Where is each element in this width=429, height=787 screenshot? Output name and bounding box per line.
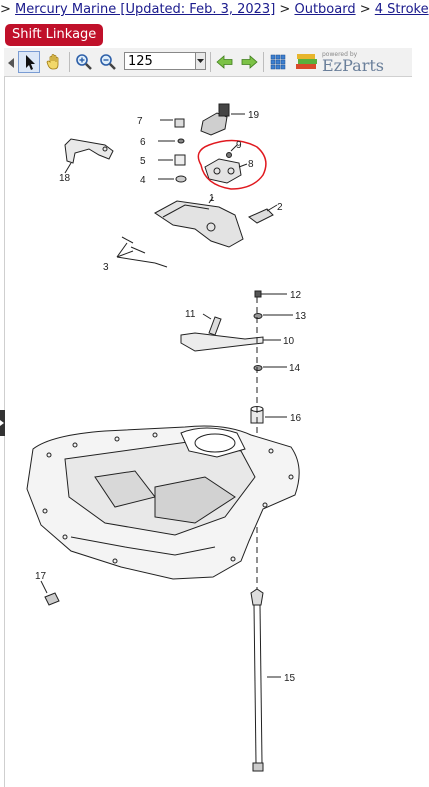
callout-3[interactable]: 3 xyxy=(103,262,109,273)
viewer-toolbar: 125 powered by EzParts xyxy=(4,48,412,77)
part-13-nut[interactable] xyxy=(253,313,293,319)
part-11-link[interactable] xyxy=(202,313,222,336)
part-12-bolt[interactable] xyxy=(254,290,287,298)
breadcrumb-separator: > xyxy=(0,2,11,17)
part-3-bolts[interactable] xyxy=(116,236,168,268)
zoom-out-icon[interactable] xyxy=(97,51,119,73)
zoom-in-icon[interactable] xyxy=(73,51,95,73)
part-17-screw[interactable] xyxy=(40,580,60,606)
part-6-pin[interactable] xyxy=(158,138,185,144)
breadcrumb-link-mercury-marine[interactable]: Mercury Marine [Updated: Feb. 3, 2023] xyxy=(15,2,276,17)
part-1-shift-bracket[interactable] xyxy=(154,196,244,248)
callout-14[interactable]: 14 xyxy=(289,363,301,374)
callout-2[interactable]: 2 xyxy=(277,202,283,213)
callout-8[interactable]: 8 xyxy=(248,159,254,170)
callout-16[interactable]: 16 xyxy=(290,413,302,424)
breadcrumb-separator: > xyxy=(279,2,291,17)
callout-1[interactable]: 1 xyxy=(209,193,215,204)
callout-15[interactable]: 15 xyxy=(284,673,296,684)
callout-5[interactable]: 5 xyxy=(140,156,146,167)
callout-19[interactable]: 19 xyxy=(248,110,260,121)
part-2-clip[interactable] xyxy=(248,204,278,224)
next-arrow-icon[interactable] xyxy=(238,51,260,73)
part-4-washer[interactable] xyxy=(158,175,187,183)
zoom-level-input[interactable]: 125 xyxy=(124,52,196,70)
breadcrumb: > Mercury Marine [Updated: Feb. 3, 2023]… xyxy=(0,0,429,20)
part-5-bushing[interactable] xyxy=(158,154,186,166)
ezparts-brand: EzParts xyxy=(322,56,384,75)
breadcrumb-link-4-stroke[interactable]: 4 Stroke xyxy=(374,2,429,17)
callout-11[interactable]: 11 xyxy=(185,309,196,320)
part-18-bracket[interactable] xyxy=(64,138,114,174)
toolbar-divider xyxy=(263,52,264,72)
part-7-cap[interactable] xyxy=(160,118,185,128)
callout-10[interactable]: 10 xyxy=(283,336,295,347)
arrow-left-icon[interactable] xyxy=(4,51,16,73)
pan-hand-icon[interactable] xyxy=(43,51,65,73)
breadcrumb-link-outboard[interactable]: Outboard xyxy=(294,2,356,17)
prev-arrow-icon[interactable] xyxy=(214,51,236,73)
breadcrumb-separator: > xyxy=(359,2,371,17)
part-14-washer[interactable] xyxy=(253,365,287,371)
toolbar-divider xyxy=(69,52,70,72)
page-title[interactable]: Shift Linkage xyxy=(5,24,104,46)
part-15-shift-shaft[interactable] xyxy=(250,588,281,772)
books-icon xyxy=(296,54,317,69)
callout-18[interactable]: 18 xyxy=(59,173,71,184)
select-pointer-icon[interactable] xyxy=(18,51,40,73)
callout-13[interactable]: 13 xyxy=(295,311,307,322)
highlight-marker xyxy=(197,139,267,190)
part-19-switch[interactable] xyxy=(200,103,245,136)
toolbar-divider xyxy=(210,52,211,72)
callout-9[interactable]: 9 xyxy=(236,140,242,151)
part-9-screw[interactable] xyxy=(226,144,238,158)
part-16-bushing[interactable] xyxy=(250,406,287,424)
callout-12[interactable]: 12 xyxy=(290,290,302,301)
callout-6[interactable]: 6 xyxy=(140,137,146,148)
callout-4[interactable]: 4 xyxy=(140,175,146,186)
callout-17[interactable]: 17 xyxy=(35,571,47,582)
grid-view-icon[interactable] xyxy=(267,51,289,73)
side-panel-toggle[interactable] xyxy=(0,410,5,436)
callout-7[interactable]: 7 xyxy=(137,116,143,127)
part-10-lever[interactable] xyxy=(180,332,281,352)
powered-by-label: powered by xyxy=(322,51,358,58)
gear-housing xyxy=(26,425,300,580)
part-8-plate[interactable] xyxy=(204,158,248,184)
ezparts-logo xyxy=(294,50,412,74)
zoom-dropdown-button[interactable] xyxy=(196,52,206,70)
exploded-parts-diagram: 7 6 5 4 18 19 9 8 1 2 3 12 13 11 10 14 1… xyxy=(26,103,307,772)
